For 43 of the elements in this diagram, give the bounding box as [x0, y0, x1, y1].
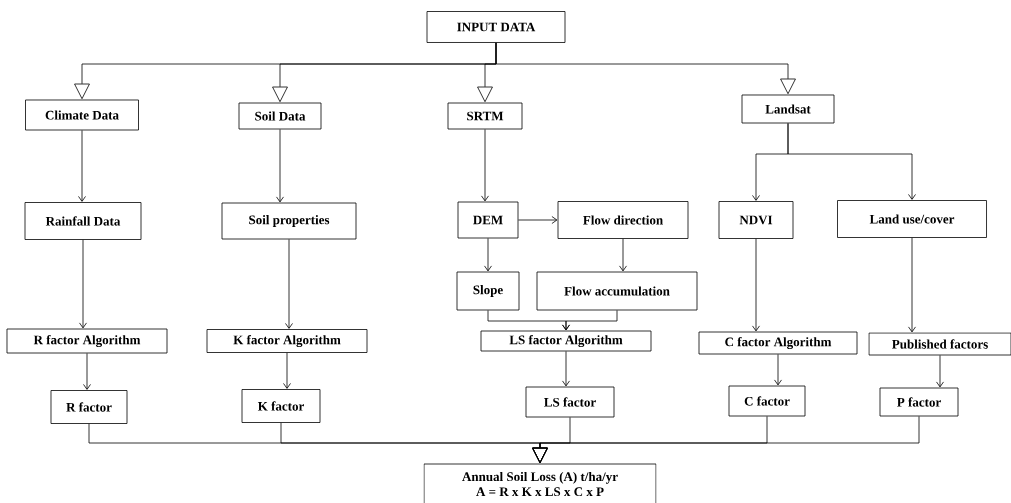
process-box: Soil Data: [238, 102, 322, 130]
process-box: LS factor: [525, 386, 615, 418]
process-box: SRTM: [447, 102, 523, 130]
block-arrow: [532, 416, 920, 464]
arrow: [619, 238, 627, 272]
process-box: NDVI: [718, 201, 794, 239]
arrow: [908, 237, 916, 333]
arrow: [787, 123, 916, 200]
process-box: Land use/cover: [837, 200, 987, 238]
arrow: [283, 352, 291, 389]
arrow: [774, 354, 782, 386]
arrow: [276, 129, 284, 203]
process-box: P factor: [879, 387, 959, 417]
process-box: Climate Data: [25, 99, 139, 131]
process-box: C factor: [728, 385, 806, 417]
process-box: K factor: [241, 389, 321, 423]
process-box: Rainfall Data: [24, 202, 142, 240]
block-arrow: [495, 42, 796, 95]
process-box: Flow direction: [557, 201, 689, 239]
arrow: [752, 238, 760, 332]
arrow: [936, 355, 944, 388]
process-box: K factor Algorithm: [206, 329, 368, 353]
arrow: [562, 310, 618, 331]
process-box: Published factors: [868, 332, 1011, 356]
arrow: [79, 239, 87, 329]
process-box: Slope: [456, 271, 520, 311]
process-box: C factor Algorithm: [698, 331, 858, 355]
process-box: INPUT DATA: [426, 11, 566, 43]
process-box: DEM: [457, 201, 519, 239]
process-box: Landsat: [741, 94, 835, 124]
process-box: R factor Algorithm: [6, 328, 168, 354]
arrow: [518, 216, 558, 224]
arrow: [484, 238, 492, 272]
process-box: LS factor Algorithm: [480, 330, 652, 352]
arrow: [83, 353, 91, 390]
arrow: [562, 351, 570, 387]
arrow: [78, 130, 86, 202]
arrow: [285, 239, 293, 329]
arrow: [481, 129, 489, 202]
process-box: R factor: [50, 390, 128, 424]
process-box: Annual Soil Loss (A) t/ha/yr A = R x K x LS x C x P: [423, 463, 657, 503]
process-box: Soil properties: [221, 202, 357, 240]
process-box: Flow accumulation: [536, 271, 698, 311]
